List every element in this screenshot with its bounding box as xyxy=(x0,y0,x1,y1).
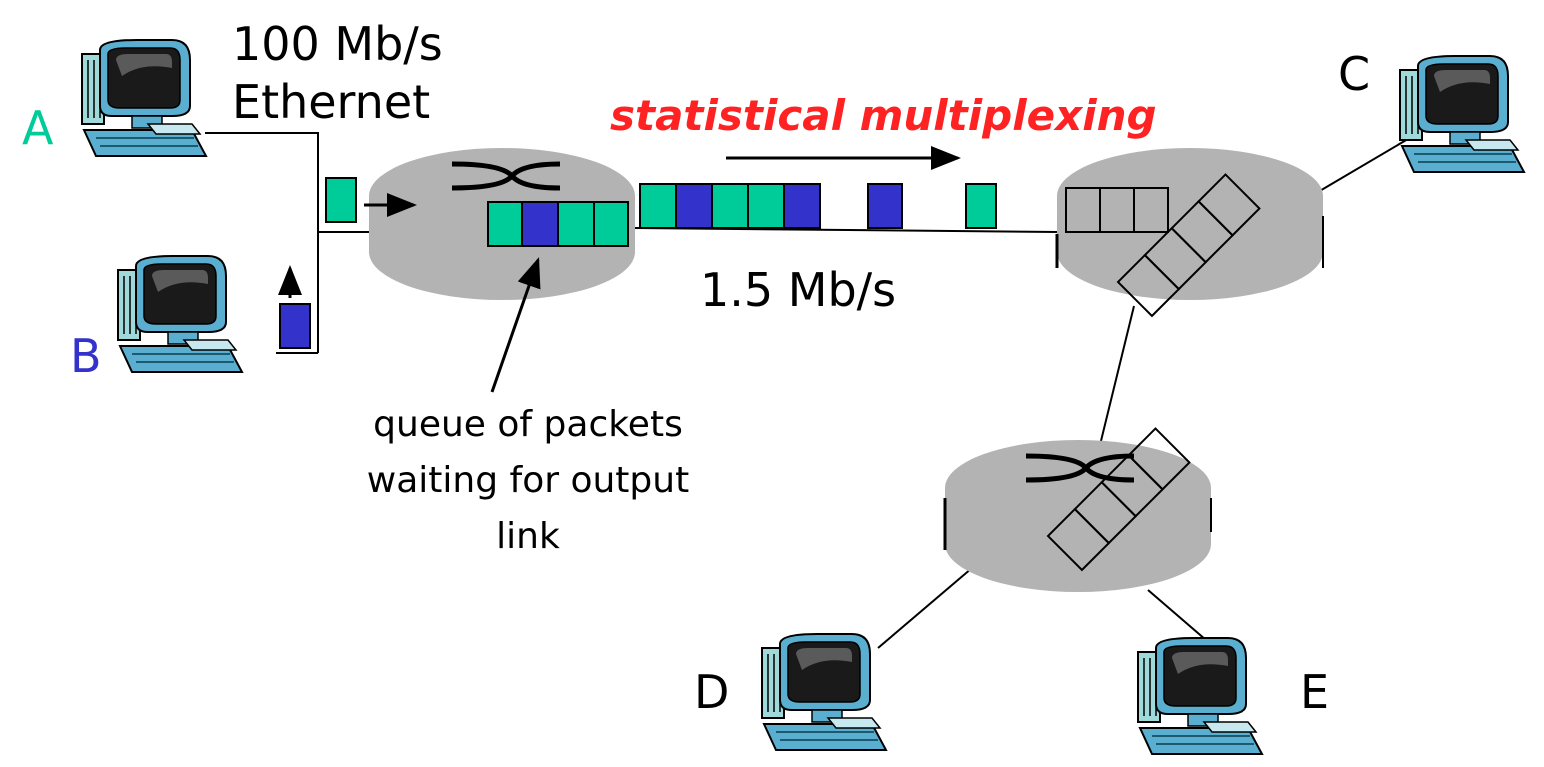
host-a-label: A xyxy=(22,101,54,155)
queue-caption-line: queue of packets xyxy=(373,404,683,445)
host-c-label: C xyxy=(1338,47,1370,101)
queue-caption-line: waiting for output xyxy=(367,460,689,501)
desktop-computer-icon xyxy=(81,39,207,157)
desktop-computer-icon xyxy=(117,255,243,373)
link-speed-label: 1.5 Mb/s xyxy=(700,263,896,317)
host-e-computer[interactable] xyxy=(1137,637,1263,755)
title: statistical multiplexing xyxy=(610,91,1157,140)
router-1-queue xyxy=(487,201,629,247)
desktop-computer-icon xyxy=(1137,637,1263,755)
packet-from-a xyxy=(325,177,357,223)
router-switch-icon xyxy=(1025,453,1135,483)
desktop-computer-icon xyxy=(761,633,887,751)
host-d-computer[interactable] xyxy=(761,633,887,751)
router-switch-icon xyxy=(451,161,561,191)
router-3 xyxy=(943,440,1212,592)
packet xyxy=(711,183,749,229)
router-2-queue-diagonal xyxy=(1116,173,1261,318)
packets-in-transit xyxy=(639,183,997,229)
host-e-label: E xyxy=(1300,665,1329,719)
link-router2-router3 xyxy=(1099,305,1135,446)
queue-caption: queue of packets waiting for output link xyxy=(367,404,689,557)
packet xyxy=(747,183,785,229)
router-3-queue-diagonal xyxy=(1046,427,1191,572)
host-b-label: B xyxy=(70,329,102,383)
host-d-label: D xyxy=(694,665,729,719)
packet xyxy=(783,183,821,229)
host-c-computer[interactable] xyxy=(1399,55,1525,173)
queue-pointer-arrow xyxy=(490,257,541,393)
packet xyxy=(965,183,997,229)
host-a-computer[interactable] xyxy=(81,39,207,157)
link-d xyxy=(877,567,973,649)
host-b-computer[interactable] xyxy=(117,255,243,373)
ethernet-speed-label: 100 Mb/s xyxy=(232,17,443,71)
packet xyxy=(639,183,677,229)
packet-from-b xyxy=(279,303,311,349)
desktop-computer-icon xyxy=(1399,55,1525,173)
link-a xyxy=(205,132,319,353)
queue-caption-line: link xyxy=(496,516,560,557)
packet xyxy=(675,183,713,229)
link-e xyxy=(1147,589,1207,641)
packet xyxy=(867,183,903,229)
ethernet-name-label: Ethernet xyxy=(232,75,430,129)
router-2-queue xyxy=(1065,187,1169,233)
